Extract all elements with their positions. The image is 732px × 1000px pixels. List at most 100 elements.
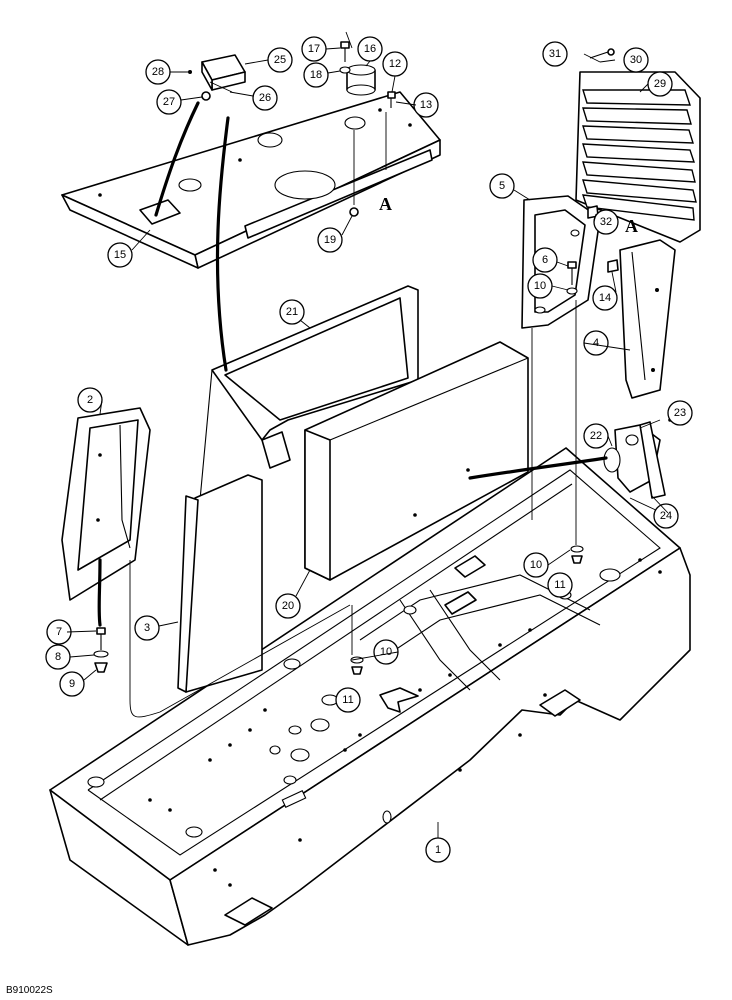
svg-text:11: 11 — [554, 579, 565, 591]
callout-21: 21 — [279, 299, 305, 325]
callout-12: 12 — [382, 51, 408, 77]
svg-text:10: 10 — [380, 646, 392, 658]
callout-5: 5 — [489, 173, 515, 199]
svg-text:21: 21 — [286, 306, 298, 318]
callout-29: 29 — [647, 71, 673, 97]
callout-31: 31 — [542, 41, 568, 67]
figure-code: B910022S — [6, 985, 53, 996]
svg-text:22: 22 — [590, 430, 602, 442]
svg-text:20: 20 — [282, 600, 294, 612]
callout-6: 6 — [532, 247, 558, 273]
side-panel-small — [177, 474, 263, 693]
svg-text:10: 10 — [534, 280, 546, 292]
callout-10c: 10 — [373, 639, 399, 665]
callout-26: 26 — [252, 85, 278, 111]
callout-23: 23 — [667, 400, 693, 426]
spacer-tube-bottom — [346, 84, 376, 96]
svg-text:14: 14 — [599, 292, 611, 304]
callout-27: 27 — [156, 89, 182, 115]
callout-1: 1 — [425, 837, 451, 863]
leader-lines — [129, 31, 661, 838]
washer-18 — [339, 66, 351, 74]
svg-text:10: 10 — [530, 559, 542, 571]
svg-text:25: 25 — [274, 54, 286, 66]
svg-text:26: 26 — [259, 92, 271, 104]
svg-text:30: 30 — [630, 54, 642, 66]
cables — [97, 101, 608, 627]
callout-9: 9 — [59, 671, 85, 697]
svg-text:9: 9 — [69, 678, 75, 690]
callout-11b: 11 — [335, 687, 361, 713]
svg-text:18: 18 — [310, 69, 322, 81]
callout-10b: 10 — [523, 552, 549, 578]
svg-text:15: 15 — [114, 249, 126, 261]
svg-text:12: 12 — [389, 58, 401, 70]
svg-text:31: 31 — [549, 48, 561, 60]
callout-13: 13 — [413, 92, 439, 118]
svg-text:3: 3 — [144, 622, 150, 634]
svg-text:16: 16 — [364, 43, 376, 55]
svg-text:29: 29 — [654, 78, 666, 90]
callout-25: 25 — [267, 47, 293, 73]
callout-28: 28 — [145, 59, 171, 85]
svg-text:6: 6 — [542, 254, 548, 266]
svg-text:24: 24 — [660, 510, 672, 522]
svg-text:23: 23 — [674, 407, 686, 419]
fastener-6-10-right — [566, 261, 578, 295]
latch-assembly — [603, 418, 672, 499]
callout-17: 17 — [301, 36, 327, 62]
fastener-7-8-9 — [93, 627, 109, 673]
side-panel-large — [304, 341, 529, 581]
callout-10a: 10 — [527, 273, 553, 299]
washer-27 — [201, 91, 211, 101]
callout-11a: 11 — [547, 572, 573, 598]
screw-31-30 — [589, 48, 615, 59]
callout-22: 22 — [583, 423, 609, 449]
callout-19: 19 — [317, 227, 343, 253]
callout-15: 15 — [107, 242, 133, 268]
side-bracket — [61, 407, 151, 601]
svg-text:7: 7 — [56, 626, 62, 638]
svg-text:27: 27 — [163, 96, 175, 108]
svg-text:11: 11 — [342, 694, 353, 706]
svg-text:5: 5 — [499, 180, 505, 192]
reference-mark-a-right: A — [625, 216, 638, 236]
reference-mark-a-left: A — [379, 194, 392, 214]
svg-text:13: 13 — [420, 99, 432, 111]
callout-3: 3 — [134, 615, 160, 641]
bolt-17 — [340, 41, 350, 62]
callout-18: 18 — [303, 62, 329, 88]
svg-text:8: 8 — [55, 651, 61, 663]
callout-2: 2 — [77, 387, 103, 413]
main-frame — [49, 447, 691, 946]
callout-32: 32 — [593, 209, 619, 235]
svg-text:4: 4 — [593, 337, 599, 349]
svg-text:28: 28 — [152, 66, 164, 78]
right-side-panel — [619, 239, 676, 399]
callout-24: 24 — [653, 503, 679, 529]
grille-panel — [575, 71, 701, 243]
frame-rivets — [148, 558, 662, 887]
callout-20: 20 — [275, 593, 301, 619]
callout-14: 14 — [592, 285, 618, 311]
callout-8: 8 — [45, 644, 71, 670]
hinge-block — [201, 54, 246, 91]
svg-text:32: 32 — [600, 216, 612, 228]
grille-slats — [581, 89, 697, 221]
callout-16: 16 — [357, 36, 383, 62]
balloon-leaders — [66, 47, 669, 681]
fastener-11-right — [570, 545, 584, 564]
spacer-tube-top — [346, 64, 376, 76]
nut-19 — [349, 207, 359, 217]
pin-28 — [188, 70, 192, 74]
top-cover-plate — [61, 91, 441, 269]
callout-4: 4 — [583, 330, 609, 356]
callout-30: 30 — [623, 47, 649, 73]
svg-text:2: 2 — [87, 394, 93, 406]
svg-text:17: 17 — [308, 43, 320, 55]
bolt-12 — [387, 91, 396, 108]
svg-text:19: 19 — [324, 234, 336, 246]
clip-14 — [607, 259, 619, 273]
rear-panel — [199, 285, 419, 501]
